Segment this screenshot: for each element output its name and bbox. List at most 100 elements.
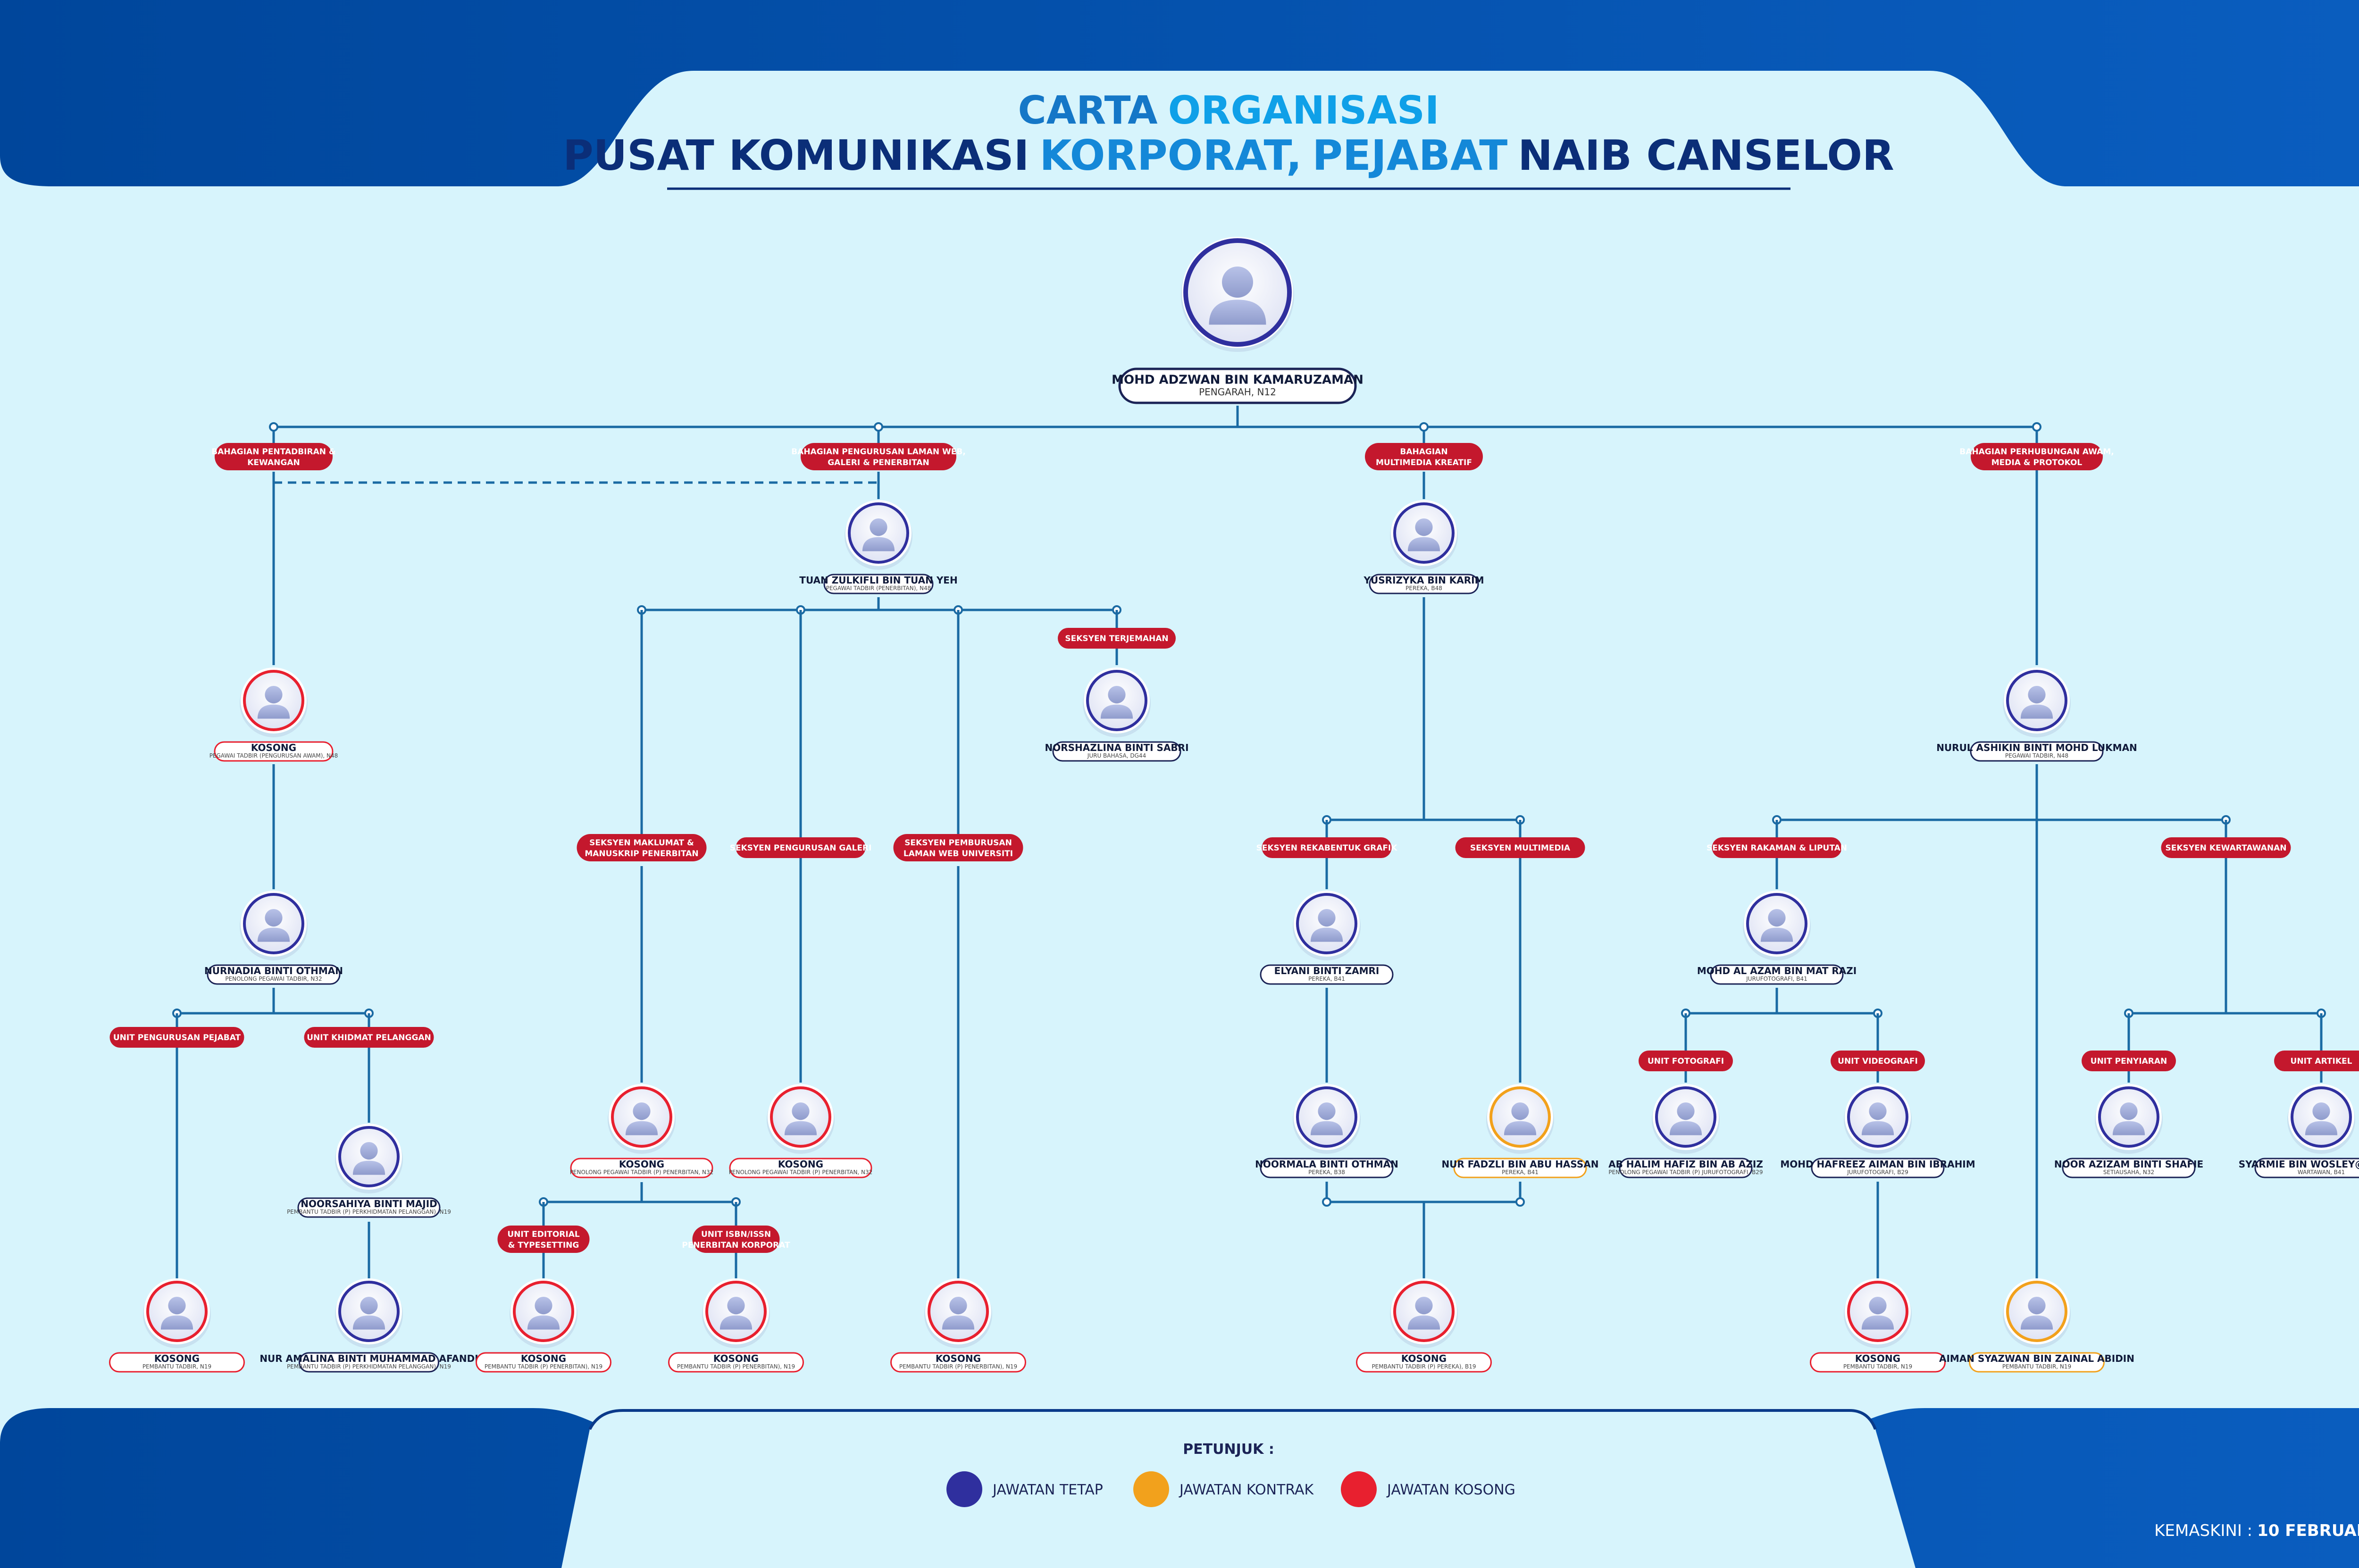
legend: PETUNJUK : JAWATAN TETAP JAWATAN KONTRAK… <box>946 1441 1515 1507</box>
section-label-text: GALERI & PENERBITAN <box>828 458 929 467</box>
section-label: BAHAGIAN PENTADBIRAN &KEWANGAN <box>211 443 336 470</box>
person-name: NOORSAHIYA BINTI MAJID <box>301 1198 437 1209</box>
person-name: MOHD HAFREEZ AIMAN BIN IBRAHIM <box>1780 1159 1975 1170</box>
avatar <box>1844 1278 1912 1348</box>
section-label: UNIT PENGURUSAN PEJABAT <box>109 1027 244 1048</box>
person-name: KOSONG <box>154 1353 200 1364</box>
person-icon <box>1100 686 1133 719</box>
person-icon <box>1407 1297 1440 1330</box>
section-label: SEKSYEN MULTIMEDIA <box>1455 837 1585 858</box>
legend-swatch-tetap <box>946 1471 982 1507</box>
person-name: KOSONG <box>521 1353 566 1364</box>
legend-title: PETUNJUK : <box>1183 1441 1274 1458</box>
section-label-text: UNIT FOTOGRAFI <box>1648 1057 1724 1066</box>
section-label-text: PENERBITAN KORPORAT <box>682 1241 790 1250</box>
person-icon <box>257 909 290 942</box>
avatar <box>240 667 308 737</box>
person-name: NOORMALA BINTI OTHMAN <box>1255 1159 1398 1170</box>
avatar <box>1390 1278 1458 1348</box>
person-name: KOSONG <box>251 742 296 753</box>
person-position: PEMBANTU TADBIR (P) PERKHIDMATAN PELANGG… <box>287 1363 451 1370</box>
person-icon <box>160 1297 193 1330</box>
avatar <box>240 891 308 960</box>
person-icon <box>527 1297 560 1330</box>
section-label-text: SEKSYEN REKABENTUK GRAFIK <box>1256 843 1398 853</box>
person-position: PEREKA, B41 <box>1502 1169 1539 1176</box>
person-position: PEMBANTU TADBIR (P) PERKHIDMATAN PELANGG… <box>287 1209 451 1215</box>
section-label-text: SEKSYEN MAKLUMAT & <box>589 838 694 848</box>
section-label-text: UNIT EDITORIAL <box>507 1230 580 1239</box>
section-label-text: UNIT VIDEOGRAFI <box>1838 1057 1918 1066</box>
section-label-text: & TYPESETTING <box>508 1241 579 1250</box>
person-position: PEGAWAI TADBIR (PENERBITAN), N48 <box>826 585 931 592</box>
person-name: NURNADIA BINTI OTHMAN <box>204 965 343 976</box>
person-icon <box>1504 1102 1537 1135</box>
avatar <box>2003 667 2071 737</box>
section-label-text: BAHAGIAN PENTADBIRAN & <box>211 447 336 457</box>
legend-label-kosong: JAWATAN KOSONG <box>1386 1482 1515 1498</box>
person-name: NURUL ASHIKIN BINTI MOHD LUKMAN <box>1936 742 2137 753</box>
person-icon <box>2020 1297 2053 1330</box>
section-label-text: UNIT PENYIARAN <box>2091 1057 2167 1066</box>
section-label-text: BAHAGIAN <box>1400 447 1447 457</box>
avatar <box>510 1278 577 1348</box>
avatar <box>2003 1278 2071 1348</box>
section-label: UNIT ARTIKEL <box>2274 1051 2359 1071</box>
avatar <box>335 1278 403 1348</box>
section-label: UNIT VIDEOGRAFI <box>1831 1051 1925 1071</box>
person-icon <box>862 518 895 551</box>
avatar <box>2095 1084 2163 1154</box>
legend-item-kontrak: JAWATAN KONTRAK <box>1133 1471 1314 1507</box>
avatar <box>608 1084 676 1154</box>
section-label: SEKSYEN TERJEMAHAN <box>1058 628 1176 649</box>
section-label-text: MANUSKRIP PENERBITAN <box>585 849 698 859</box>
section-label: SEKSYEN PENGURUSAN GALERI <box>730 837 871 858</box>
person-name: SYARMIE BIN WOSLEY@MEMEH <box>2239 1159 2359 1170</box>
person-position: SETIAUSAHA, N32 <box>2103 1169 2154 1176</box>
person-icon <box>352 1297 385 1330</box>
person-position: PENOLONG PEGAWAI TADBIR (P) PENERBITAN, … <box>729 1169 873 1176</box>
person-name: NUR AMALINA BINTI MUHAMMAD AFANDI <box>259 1353 478 1364</box>
person-name: AB HALIM HAFIZ BIN AB AZIZ <box>1608 1159 1763 1170</box>
person-position: JURUFOTOGRAFI, B29 <box>1847 1169 1908 1176</box>
person-position: PEMBANTU TADBIR, N19 <box>142 1363 211 1370</box>
avatar <box>845 500 912 570</box>
person-icon <box>942 1297 975 1330</box>
section-label-text: SEKSYEN TERJEMAHAN <box>1065 634 1168 643</box>
person-name: NUR FADZLI BIN ABU HASSAN <box>1441 1159 1598 1170</box>
person-icon <box>1310 909 1343 942</box>
person-position: PEREKA, B38 <box>1308 1169 1345 1176</box>
legend-item-kosong: JAWATAN KOSONG <box>1341 1471 1515 1507</box>
person-position: PENOLONG PEGAWAI TADBIR, N32 <box>225 976 322 982</box>
person-position: PEREKA, B48 <box>1405 585 1442 592</box>
person-position: PEMBANTU TADBIR, N19 <box>2002 1363 2071 1370</box>
name-plate: MOHD HAFREEZ AIMAN BIN IBRAHIMJURUFOTOGR… <box>1780 1158 1975 1178</box>
person-icon <box>1861 1102 1894 1135</box>
person-icon <box>1669 1102 1702 1135</box>
person-name: MOHD AL AZAM BIN MAT RAZI <box>1697 965 1857 976</box>
section-label-text: UNIT PENGURUSAN PEJABAT <box>113 1033 241 1043</box>
avatar <box>1293 1084 1361 1154</box>
section-label: UNIT PENYIARAN <box>2082 1051 2176 1071</box>
section-label: SEKSYEN REKABENTUK GRAFIK <box>1256 837 1398 858</box>
avatar-director <box>1181 237 1294 352</box>
name-plate: NUR AMALINA BINTI MUHAMMAD AFANDIPEMBANT… <box>259 1352 478 1373</box>
